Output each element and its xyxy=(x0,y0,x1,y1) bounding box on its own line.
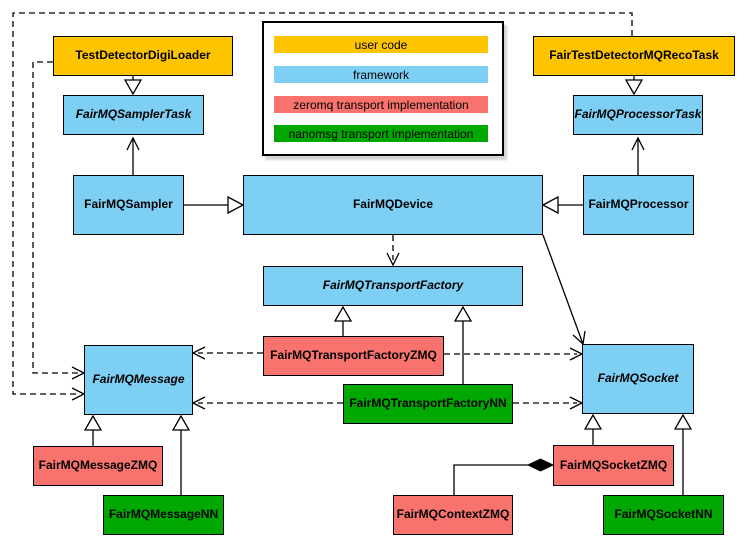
legend-label: nanomsg transport implementation xyxy=(288,126,474,141)
edge-contextzmq-socketzmq xyxy=(453,458,555,495)
legend-label: framework xyxy=(352,67,409,82)
node-fairmqtransportfactory: FairMQTransportFactory xyxy=(263,266,523,306)
legend-item-framework: framework xyxy=(274,66,488,83)
node-fairmqmessagenn: FairMQMessageNN xyxy=(103,495,224,535)
edge-messagezmq-message xyxy=(83,414,103,446)
edge-recotask-processortask xyxy=(624,76,644,96)
node-fairtestdetectormqrecotask: FairTestDetectorMQRecoTask xyxy=(533,36,735,76)
node-fairmqsampler: FairMQSampler xyxy=(73,175,184,235)
node-fairmqprocessor: FairMQProcessor xyxy=(583,175,694,235)
node-testdetectordigiloader: TestDetectorDigiLoader xyxy=(53,36,233,76)
edge-digiloader-samplertask xyxy=(123,76,143,96)
edge-factoryzmq-message xyxy=(191,346,263,360)
edge-factorynn-message xyxy=(191,396,343,410)
node-fairmqsocketzmq: FairMQSocketZMQ xyxy=(553,445,674,486)
edge-messagenn-message xyxy=(171,414,191,495)
node-fairmqsamplertask: FairMQSamplerTask xyxy=(63,95,204,135)
edge-socketnn-socket xyxy=(673,413,693,495)
edge-factoryzmq-factory xyxy=(333,305,353,336)
legend-item-nanomsg: nanomsg transport implementation xyxy=(274,125,488,142)
legend-label: user code xyxy=(354,37,408,52)
node-fairmqmessagezmq: FairMQMessageZMQ xyxy=(33,446,163,486)
node-fairmqprocessortask: FairMQProcessorTask xyxy=(573,95,703,135)
legend-label: zeromq transport implementation xyxy=(293,97,469,112)
legend-item-zeromq: zeromq transport implementation xyxy=(274,96,488,113)
node-fairmqdevice: FairMQDevice xyxy=(243,175,543,235)
edge-device-socket xyxy=(542,234,586,346)
node-fairmqsocket: FairMQSocket xyxy=(582,344,694,414)
node-fairmqmessage: FairMQMessage xyxy=(84,345,193,415)
edge-sampler-samplertask xyxy=(126,136,140,175)
edge-factorynn-socket xyxy=(513,396,584,410)
edge-factorynn-factory xyxy=(453,305,473,384)
node-fairmqtransportfactoryzmq: FairMQTransportFactoryZMQ xyxy=(263,336,444,376)
edge-sampler-device xyxy=(184,195,245,215)
edge-processor-device xyxy=(541,195,583,215)
edge-socketzmq-socket xyxy=(583,413,603,445)
legend-item-user-code: user code xyxy=(274,36,488,53)
legend-box: user code framework zeromq transport imp… xyxy=(262,21,504,156)
node-fairmqcontextzmq: FairMQContextZMQ xyxy=(393,495,513,535)
edge-factoryzmq-socket xyxy=(444,347,584,361)
node-fairmqtransportfactorynn: FairMQTransportFactoryNN xyxy=(343,384,513,424)
node-fairmqsocketnn: FairMQSocketNN xyxy=(603,495,724,535)
edge-processor-processortask xyxy=(631,136,645,175)
edge-device-transportfactory xyxy=(386,235,400,267)
